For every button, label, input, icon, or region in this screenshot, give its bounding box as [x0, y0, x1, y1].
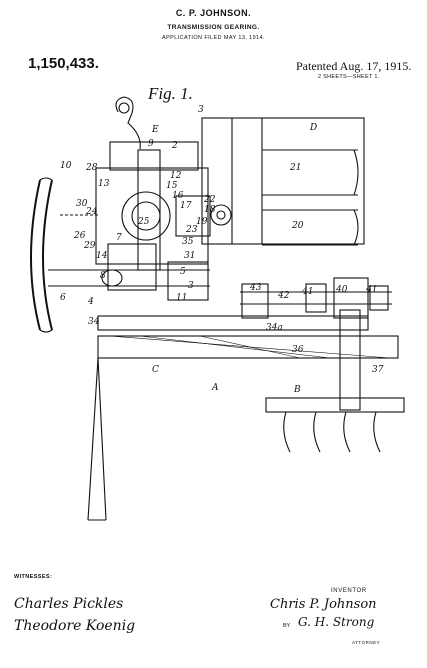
inventor-signature: Chris P. Johnson [270, 597, 377, 612]
ref-label-17: 17 [180, 201, 192, 211]
ref-label-21: 21 [289, 163, 301, 173]
ref-label-34: 34 [88, 317, 100, 327]
ref-label-11: 11 [176, 293, 187, 303]
ref-label-14: 14 [96, 251, 108, 261]
ref-label-8: 8 [100, 271, 106, 281]
ref-label-25: 25 [137, 217, 150, 227]
patent-number: 1,150,433. [28, 55, 99, 72]
patent-title: TRANSMISSION GEARING. [167, 24, 260, 31]
ref-label-42: 42 [277, 291, 290, 301]
ref-label-3: 3 [198, 105, 204, 115]
reference-labels: 10 28 9 2 3 E D 21 20 13 12 15 16 17 30 … [60, 105, 384, 395]
ref-label-2: 2 [171, 141, 178, 151]
ref-label-c: C [152, 365, 159, 375]
witness-signature-1: Charles Pickles [14, 596, 124, 612]
ref-label-26: 26 [73, 231, 86, 241]
ref-label-16: 16 [172, 191, 184, 201]
sheet-count: 2 SHEETS—SHEET 1. [318, 74, 380, 80]
ref-label-20: 20 [291, 221, 304, 231]
ref-label-12: 12 [170, 171, 182, 181]
ref-label-30: 30 [76, 199, 88, 209]
ref-label-9: 9 [148, 139, 154, 149]
ref-label-36: 36 [292, 345, 304, 355]
ref-label-e: E [151, 125, 159, 135]
ref-label-18: 18 [204, 205, 216, 215]
ref-label-6: 6 [60, 293, 66, 303]
ref-label-23: 23 [185, 225, 198, 235]
ref-label-31: 31 [184, 251, 195, 261]
attorney-label: ATTORNEY [352, 640, 381, 645]
application-filed-date: APPLICATION FILED MAY 13, 1914. [162, 35, 265, 41]
ref-label-10: 10 [60, 161, 72, 171]
attorney-signature: G. H. Strong [298, 615, 375, 629]
figure-label: Fig. 1. [148, 84, 193, 103]
patented-date: Patented Aug. 17, 1915. [296, 59, 412, 73]
ref-label-d: D [309, 123, 317, 133]
ref-label-a: A [211, 383, 219, 393]
ref-label-28: 28 [85, 163, 98, 173]
ref-label-5: 5 [180, 267, 186, 277]
ref-label-29: 29 [83, 241, 96, 251]
ref-label-7: 7 [116, 233, 122, 243]
inventor-name-header: C. P. JOHNSON. [175, 8, 252, 18]
ref-label-35: 35 [182, 237, 194, 247]
ref-label-3b: 3 [188, 281, 194, 291]
ref-label-4: 4 [87, 297, 94, 307]
ref-label-13: 13 [98, 179, 110, 189]
ref-label-40: 40 [335, 285, 348, 295]
housing-d [201, 117, 365, 245]
ref-label-b: B [293, 385, 301, 395]
ref-label-41: 41 [301, 287, 313, 297]
inventor-label: INVENTOR [331, 588, 367, 594]
witness-signature-2: Theodore Koenig [14, 618, 136, 634]
ref-label-34a: 34a [266, 323, 283, 333]
ref-label-41b: 41 [365, 285, 377, 295]
witnesses-label: WITNESSES: [14, 574, 53, 580]
ref-label-43: 43 [249, 283, 262, 293]
ref-label-24: 24 [85, 207, 98, 217]
by-label: BY [283, 623, 291, 629]
ref-label-37: 37 [372, 365, 384, 375]
ref-label-15: 15 [166, 181, 178, 191]
ref-label-22: 22 [203, 195, 216, 205]
ref-label-19: 19 [196, 217, 208, 227]
